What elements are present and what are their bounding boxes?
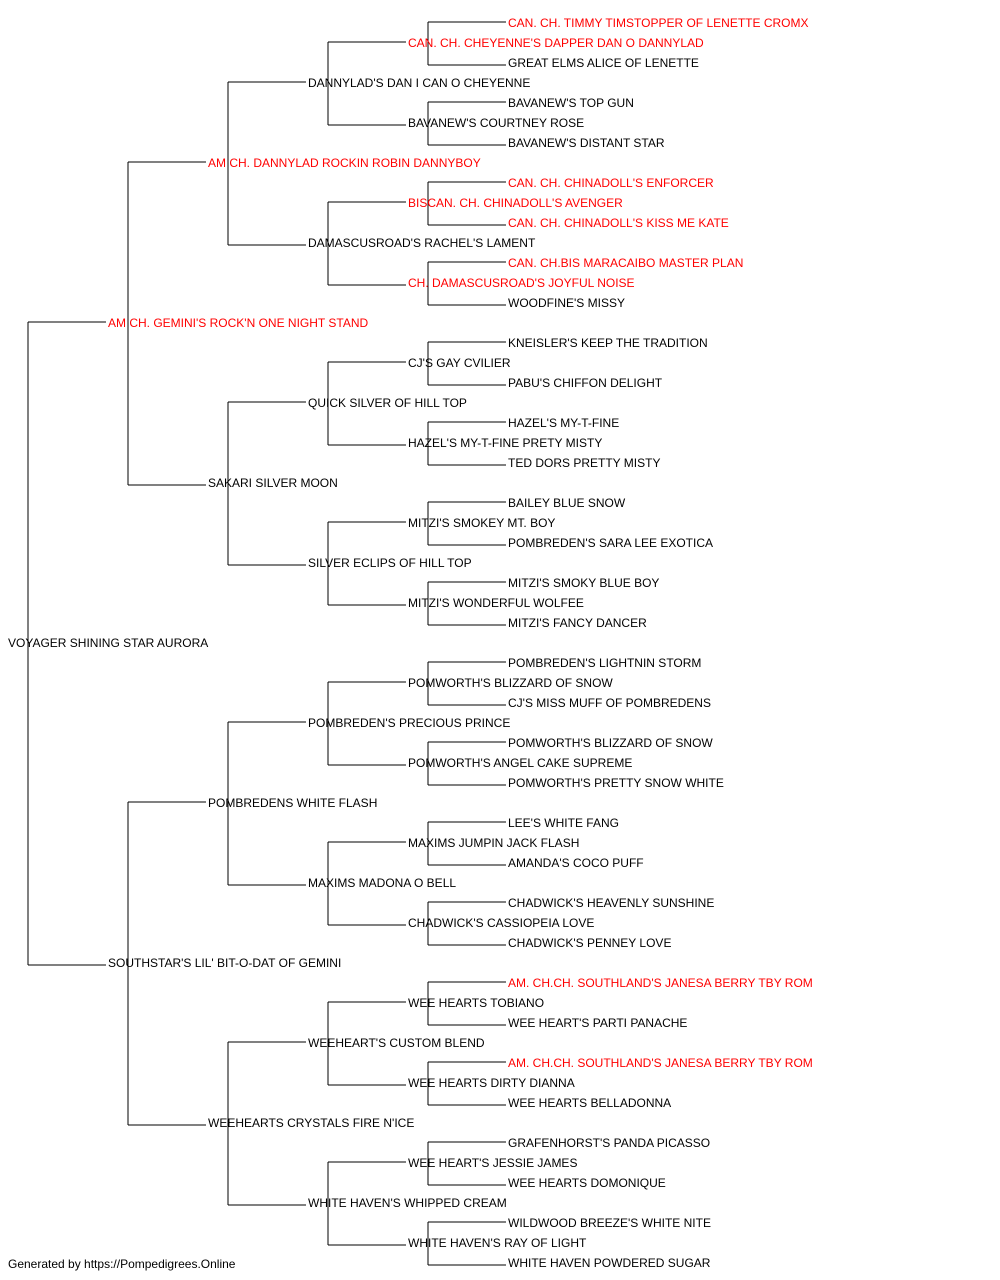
ancestor-name: MAXIMS MADONA O BELL: [308, 876, 457, 890]
ancestor-name: CJ'S GAY CVILIER: [408, 356, 511, 370]
ancestor-name: MAXIMS JUMPIN JACK FLASH: [408, 836, 580, 850]
ancestor-name: WOODFINE'S MISSY: [508, 296, 625, 310]
ancestor-name: CH. DAMASCUSROAD'S JOYFUL NOISE: [408, 276, 635, 290]
ancestor-name: CHADWICK'S HEAVENLY SUNSHINE: [508, 896, 715, 910]
ancestor-name: MITZI'S SMOKY BLUE BOY: [508, 576, 660, 590]
ancestor-name: POMWORTH'S BLIZZARD OF SNOW: [408, 676, 613, 690]
generated-by-footer: Generated by https://Pompedigrees.Online: [8, 1257, 236, 1271]
ancestor-name: POMBREDEN'S SARA LEE EXOTICA: [508, 536, 714, 550]
ancestor-name: CAN. CH. CHEYENNE'S DAPPER DAN O DANNYLA…: [408, 36, 704, 50]
ancestor-name: WEE HEART'S PARTI PANACHE: [508, 1016, 688, 1030]
ancestor-name: POMBREDENS WHITE FLASH: [208, 796, 378, 810]
ancestor-name: CAN. CH. CHINADOLL'S ENFORCER: [508, 176, 714, 190]
ancestor-name: POMBREDEN'S PRECIOUS PRINCE: [308, 716, 511, 730]
ancestor-name: CAN. CH. TIMMY TIMSTOPPER OF LENETTE CRO…: [508, 16, 809, 30]
ancestor-name: HAZEL'S MY-T-FINE PRETY MISTY: [408, 436, 603, 450]
ancestor-name: CHADWICK'S CASSIOPEIA LOVE: [408, 916, 595, 930]
ancestor-name: TED DORS PRETTY MISTY: [508, 456, 661, 470]
subject-name: VOYAGER SHINING STAR AURORA: [8, 636, 209, 650]
ancestor-name: HAZEL'S MY-T-FINE: [508, 416, 620, 430]
ancestor-name: SOUTHSTAR'S LIL' BIT-O-DAT OF GEMINI: [108, 956, 342, 970]
ancestor-name: WILDWOOD BREEZE'S WHITE NITE: [508, 1216, 711, 1230]
ancestor-name: POMWORTH'S ANGEL CAKE SUPREME: [408, 756, 633, 770]
ancestor-name: CAN. CH. CHINADOLL'S KISS ME KATE: [508, 216, 729, 230]
ancestor-name: BAVANEW'S COURTNEY ROSE: [408, 116, 585, 130]
ancestor-name: WHITE HAVEN POWDERED SUGAR: [508, 1256, 711, 1270]
ancestor-name: CAN. CH.BIS MARACAIBO MASTER PLAN: [508, 256, 744, 270]
ancestor-name: WEE HEARTS DOMONIQUE: [508, 1176, 666, 1190]
ancestor-name: DAMASCUSROAD'S RACHEL'S LAMENT: [308, 236, 536, 250]
ancestor-name: WHITE HAVEN'S WHIPPED CREAM: [308, 1196, 507, 1210]
ancestor-name: KNEISLER'S KEEP THE TRADITION: [508, 336, 708, 350]
ancestor-name: LEE'S WHITE FANG: [508, 816, 619, 830]
ancestor-name: AMANDA'S COCO PUFF: [508, 856, 644, 870]
ancestor-name: BISCAN. CH. CHINADOLL'S AVENGER: [408, 196, 623, 210]
ancestor-name: AM CH. GEMINI'S ROCK'N ONE NIGHT STAND: [108, 316, 369, 330]
ancestor-name: AM CH. DANNYLAD ROCKIN ROBIN DANNYBOY: [208, 156, 481, 170]
ancestor-name: POMWORTH'S PRETTY SNOW WHITE: [508, 776, 724, 790]
ancestor-name: WEEHEART'S CUSTOM BLEND: [308, 1036, 485, 1050]
ancestor-name: POMWORTH'S BLIZZARD OF SNOW: [508, 736, 713, 750]
ancestor-name: POMBREDEN'S LIGHTNIN STORM: [508, 656, 702, 670]
ancestor-name: SAKARI SILVER MOON: [208, 476, 338, 490]
ancestor-name: DANNYLAD'S DAN I CAN O CHEYENNE: [308, 76, 531, 90]
ancestor-name: MITZI'S FANCY DANCER: [508, 616, 647, 630]
ancestor-name: WEE HEARTS BELLADONNA: [508, 1096, 672, 1110]
ancestor-name: WEE HEART'S JESSIE JAMES: [408, 1156, 578, 1170]
ancestor-name: CJ'S MISS MUFF OF POMBREDENS: [508, 696, 711, 710]
ancestor-name: WHITE HAVEN'S RAY OF LIGHT: [408, 1236, 587, 1250]
ancestor-name: MITZI'S SMOKEY MT. BOY: [408, 516, 556, 530]
ancestor-name: BAILEY BLUE SNOW: [508, 496, 626, 510]
ancestor-name: WEE HEARTS TOBIANO: [408, 996, 545, 1010]
ancestor-name: QUICK SILVER OF HILL TOP: [308, 396, 467, 410]
ancestor-name: AM. CH.CH. SOUTHLAND'S JANESA BERRY TBY …: [508, 976, 813, 990]
ancestor-name: AM. CH.CH. SOUTHLAND'S JANESA BERRY TBY …: [508, 1056, 813, 1070]
ancestor-name: SILVER ECLIPS OF HILL TOP: [308, 556, 472, 570]
ancestor-name: WEE HEARTS DIRTY DIANNA: [408, 1076, 575, 1090]
ancestor-name: MITZI'S WONDERFUL WOLFEE: [408, 596, 584, 610]
ancestor-name: CHADWICK'S PENNEY LOVE: [508, 936, 672, 950]
ancestor-name: BAVANEW'S TOP GUN: [508, 96, 634, 110]
ancestor-name: GREAT ELMS ALICE OF LENETTE: [508, 56, 699, 70]
ancestor-name: BAVANEW'S DISTANT STAR: [508, 136, 665, 150]
ancestor-name: WEEHEARTS CRYSTALS FIRE N'ICE: [208, 1116, 415, 1130]
ancestor-name: GRAFENHORST'S PANDA PICASSO: [508, 1136, 711, 1150]
ancestor-name: PABU'S CHIFFON DELIGHT: [508, 376, 663, 390]
